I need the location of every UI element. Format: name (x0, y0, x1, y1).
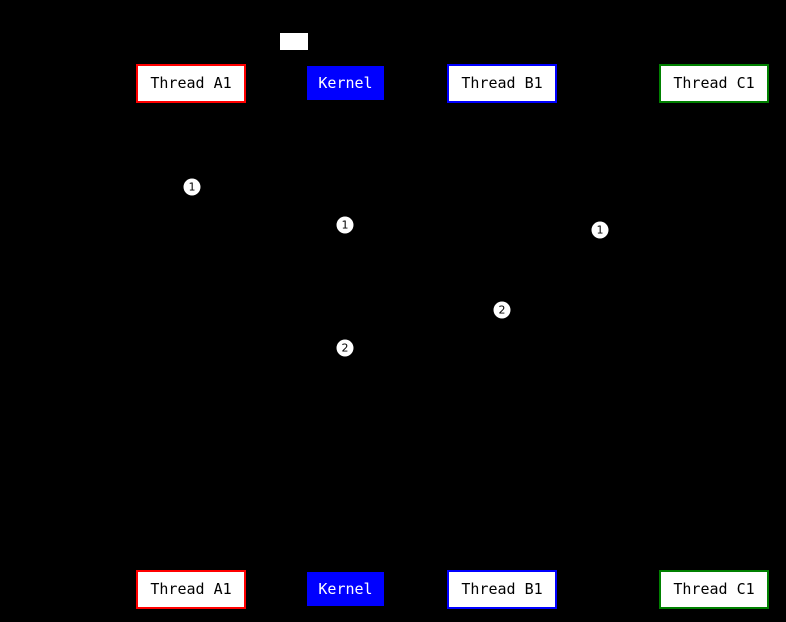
participant-label: Thread B1 (461, 580, 543, 598)
participant-label: Kernel (318, 73, 373, 92)
participant-thread-a1-top: Thread A1 (136, 64, 246, 103)
message-number: 1 (188, 180, 196, 194)
message-number-badge: 2 (336, 339, 354, 357)
message-number: 2 (341, 341, 349, 355)
message-number: 1 (341, 218, 349, 232)
participant-kernel-bottom: Kernel (307, 572, 384, 606)
participant-thread-b1-bottom: Thread B1 (447, 570, 557, 609)
participant-label: Thread A1 (150, 74, 232, 92)
participant-thread-c1-bottom: Thread C1 (659, 570, 769, 609)
participant-thread-a1-bottom: Thread A1 (136, 570, 246, 609)
lifeline-kernel (345, 100, 346, 572)
lifeline-thread-b1 (502, 103, 503, 570)
frame-label-box (280, 33, 308, 50)
participant-label: Kernel (318, 579, 373, 598)
participant-thread-b1-top: Thread B1 (447, 64, 557, 103)
message-number: 1 (596, 223, 604, 237)
lifeline-thread-a1 (191, 103, 192, 570)
message-number-badge: 1 (336, 216, 354, 234)
participant-label: Thread C1 (673, 74, 755, 92)
participant-kernel-top: Kernel (307, 66, 384, 100)
message-number: 2 (498, 303, 506, 317)
lifeline-thread-c1 (714, 103, 715, 570)
participant-label: Thread A1 (150, 580, 232, 598)
message-number-badge: 1 (591, 221, 609, 239)
participant-label: Thread C1 (673, 580, 755, 598)
message-number-badge: 1 (183, 178, 201, 196)
participant-label: Thread B1 (461, 74, 543, 92)
participant-thread-c1-top: Thread C1 (659, 64, 769, 103)
message-number-badge: 2 (493, 301, 511, 319)
